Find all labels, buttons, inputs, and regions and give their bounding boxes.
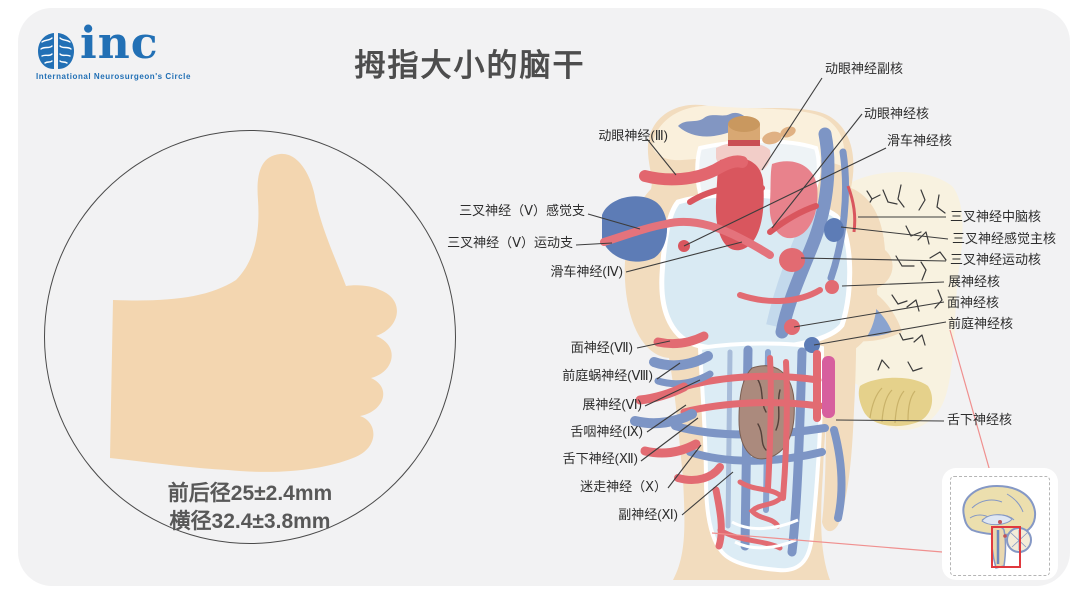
label-vagus-nerve: 迷走神经（Ⅹ） <box>580 479 667 494</box>
label-abducens-nucleus: 展神经核 <box>948 274 1001 289</box>
label-trigeminal-sensory: 三叉神经（Ⅴ）感觉支 <box>459 203 585 218</box>
label-trigeminal-motor: 三叉神经（Ⅴ）运动支 <box>447 235 573 250</box>
label-hypoglossal-nerve: 舌下神经(Ⅻ) <box>562 451 638 466</box>
label-glossopharyngeal-nerve: 舌咽神经(Ⅸ) <box>570 424 643 439</box>
label-accessory-nerve: 副神经(Ⅺ) <box>618 507 678 522</box>
hypoglossal-nucleus-column <box>822 356 835 418</box>
label-trigeminal-mesencephalic-nucleus: 三叉神经中脑核 <box>950 209 1042 224</box>
label-abducens-nerve: 展神经(Ⅵ) <box>582 397 642 412</box>
trochlear-nucleus <box>678 240 690 252</box>
logo-brand: inc <box>80 18 159 69</box>
label-vestibulocochlear-nerve: 前庭蜗神经(Ⅷ) <box>562 368 653 383</box>
logo-tagline: International Neurosurgeon's Circle <box>36 72 191 81</box>
page-title: 拇指大小的脑干 <box>354 48 586 83</box>
label-hypoglossal-nucleus: 舌下神经核 <box>947 412 1013 427</box>
facial-nucleus <box>784 319 800 335</box>
measurement-line1: 前后径25±2.4mm <box>167 482 333 505</box>
abducens-nucleus <box>825 280 839 294</box>
label-oculomotor-accessory-nucleus: 动眼神经副核 <box>825 61 904 76</box>
brain-inset-dashed-border <box>950 476 1050 576</box>
thumb-circle-outline <box>44 130 456 544</box>
inset-highlight-rectangle <box>991 526 1021 568</box>
cerebellar-tonsil <box>858 377 933 427</box>
label-vestibular-nucleus: 前庭神经核 <box>948 316 1014 331</box>
thumbs-up-illustration <box>110 153 397 472</box>
inc-logo: inc International Neurosurgeon's Circle <box>34 18 234 86</box>
label-trochlear-nerve: 滑车神经(Ⅳ) <box>550 264 623 279</box>
principal-sensory-nucleus <box>824 218 844 242</box>
label-oculomotor-nerve: 动眼神经(Ⅲ) <box>598 128 668 143</box>
label-trigeminal-motor-nucleus: 三叉神经运动核 <box>950 252 1042 267</box>
label-facial-nucleus: 面神经核 <box>947 295 1000 310</box>
label-facial-nerve: 面神经(Ⅶ) <box>570 340 633 355</box>
hypoglossal-nerve-stub <box>640 439 701 458</box>
label-oculomotor-nucleus: 动眼神经核 <box>864 106 930 121</box>
label-trigeminal-principal-sensory-nucleus: 三叉神经感觉主核 <box>952 231 1057 246</box>
measurement-line2: 横径32.4±3.8mm <box>169 510 331 533</box>
brain-logo-icon <box>38 33 74 69</box>
label-trochlear-nucleus: 滑车神经核 <box>887 133 953 148</box>
trigeminal-motor-nucleus <box>779 248 805 272</box>
